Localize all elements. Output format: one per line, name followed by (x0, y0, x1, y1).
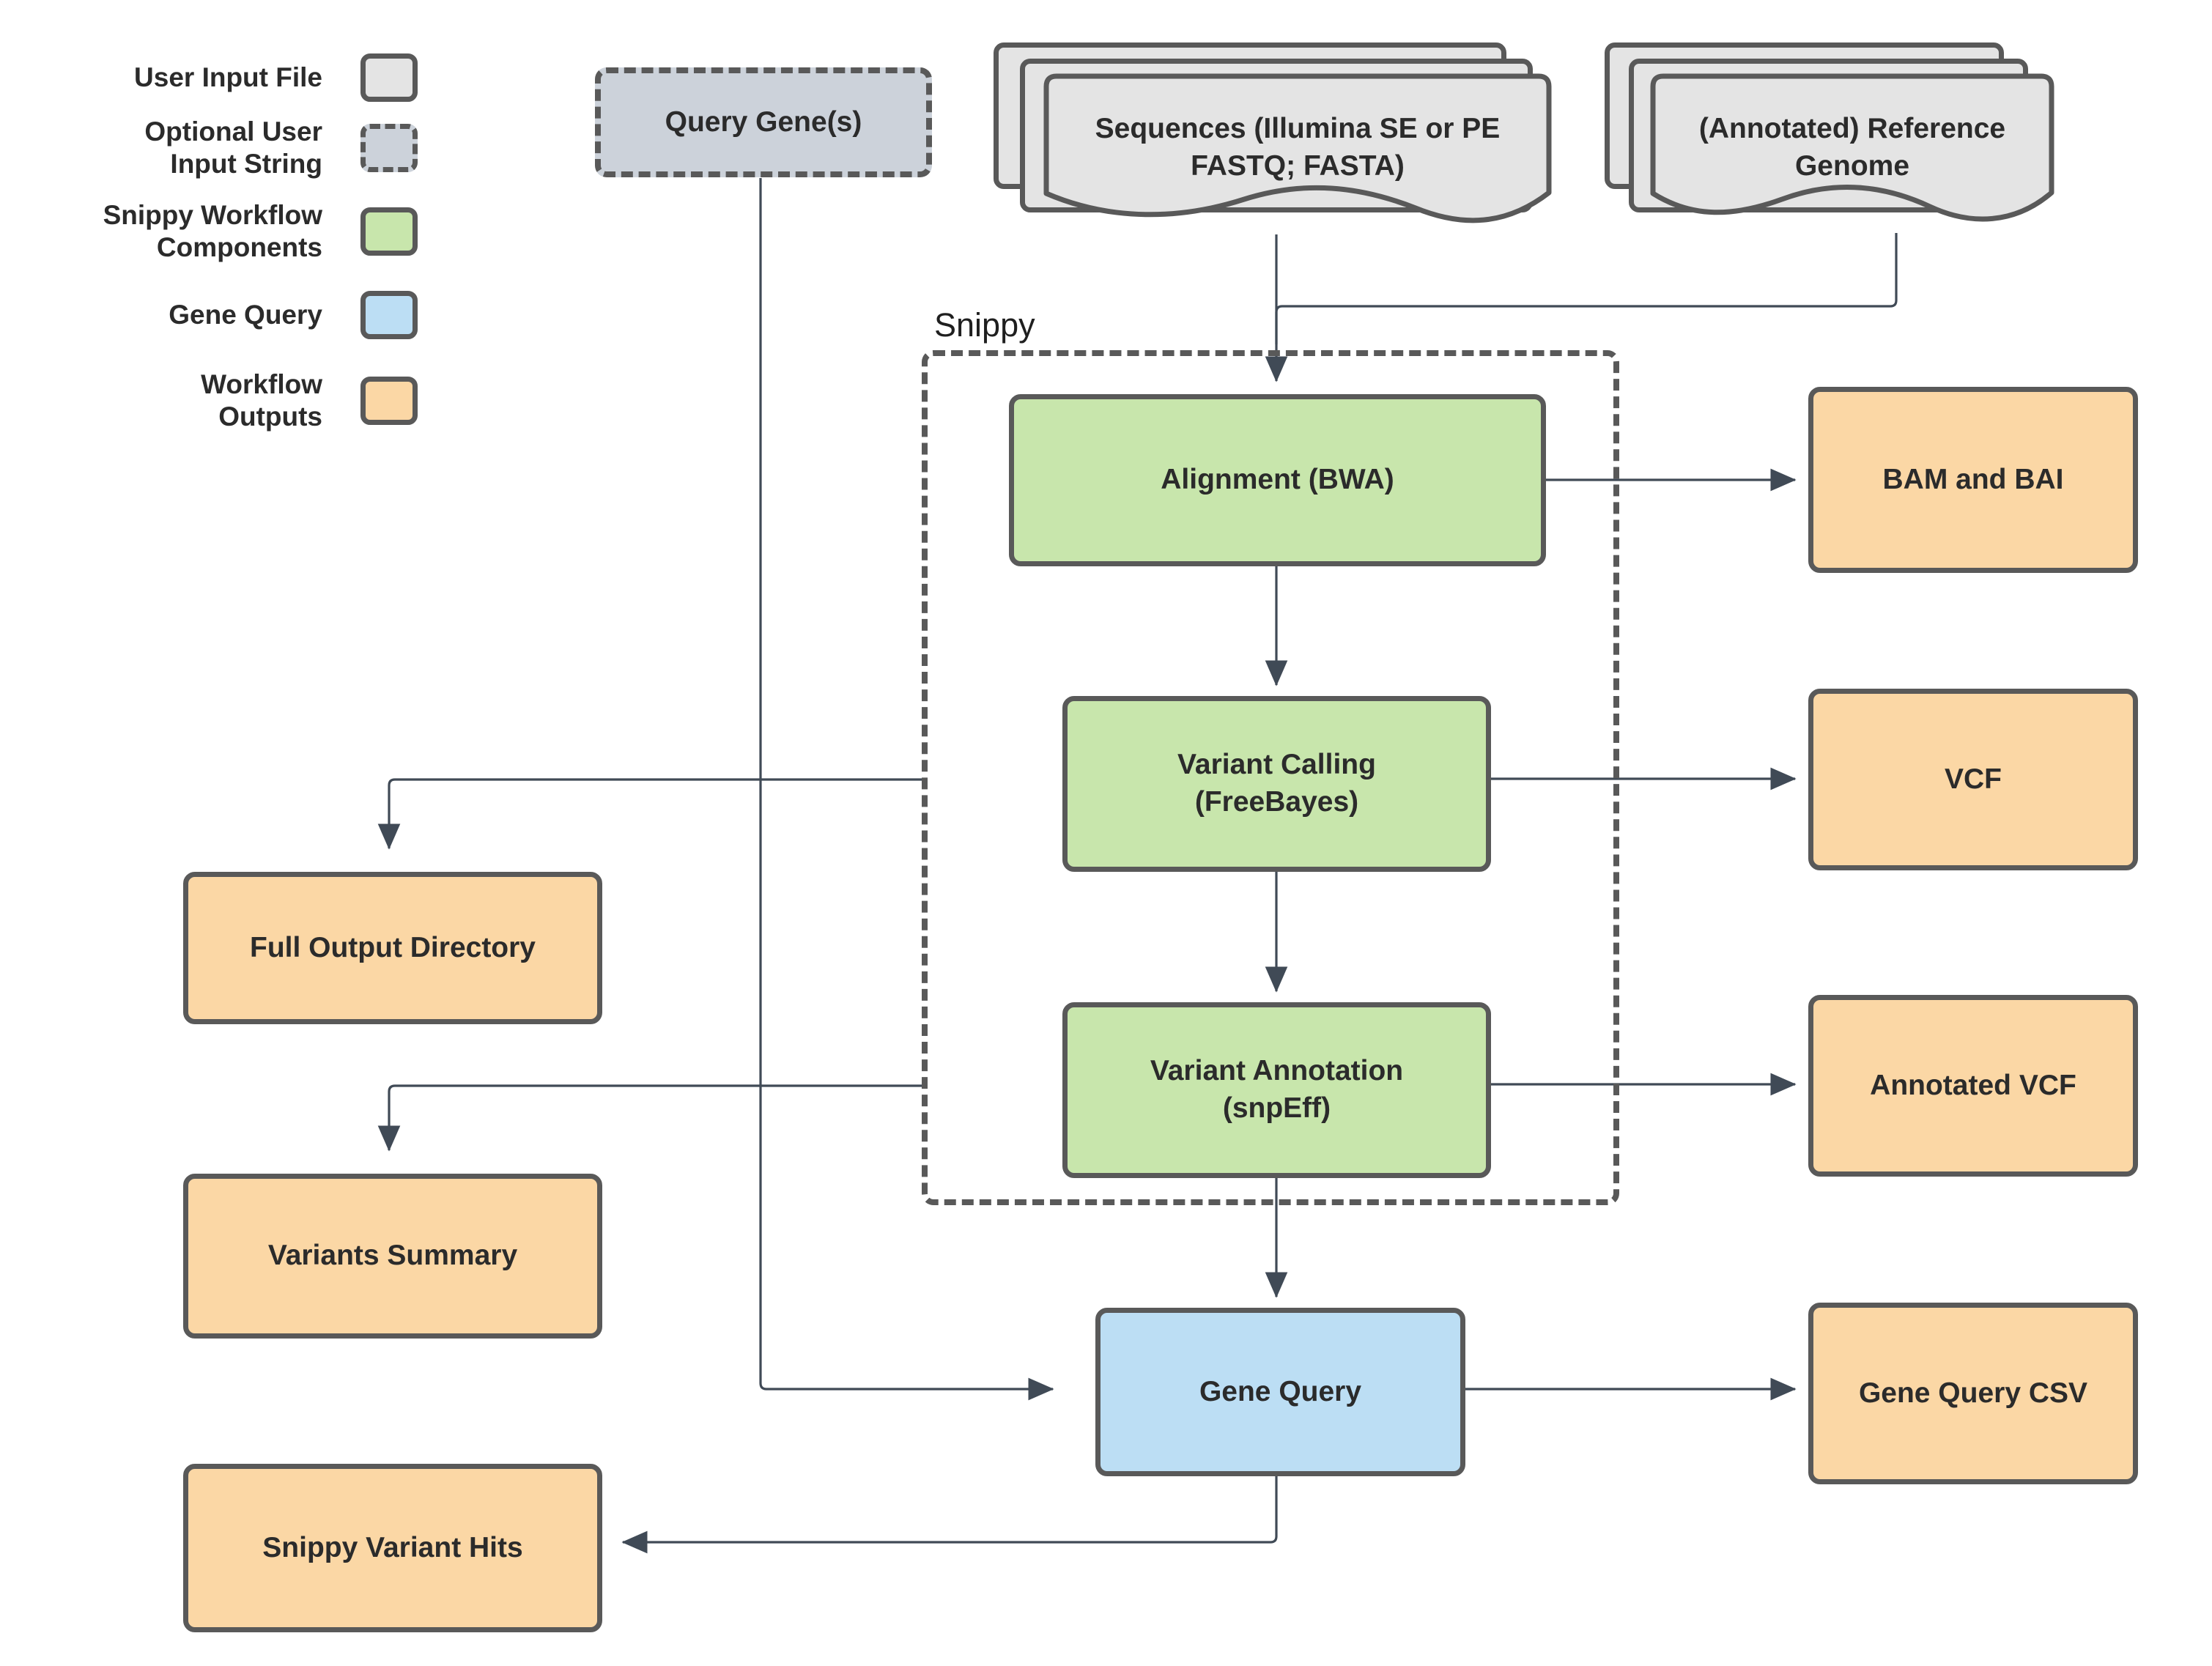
sequences-label: Sequences (Illumina SE or PE FASTQ; FAST… (1095, 113, 1501, 182)
legend-swatch-optional-user-input-string (360, 124, 418, 172)
edge-reference-alignment (1275, 233, 1898, 344)
node-snippy-variant-hits[interactable]: Snippy Variant Hits (183, 1464, 602, 1632)
node-bam-and-bai[interactable]: BAM and BAI (1808, 387, 2138, 573)
node-query-genes[interactable]: Query Gene(s) (595, 67, 932, 177)
legend-label: Workflow Outputs (201, 369, 322, 432)
legend-item-optional-user-input-string: Optional User Input String (73, 116, 418, 179)
reference-genome-label: (Annotated) Reference Genome (1698, 113, 2006, 182)
node-variant-calling-freebayes[interactable]: Variant Calling (FreeBayes) (1062, 696, 1491, 872)
node-gene-query[interactable]: Gene Query (1095, 1308, 1465, 1476)
legend-label: Snippy Workflow Components (103, 200, 322, 262)
legend-item-workflow-outputs: Workflow Outputs (73, 369, 418, 432)
snippy-group-container (922, 350, 1619, 1205)
node-annotated-vcf[interactable]: Annotated VCF (1808, 995, 2138, 1177)
legend-item-user-input-file: User Input File (73, 53, 418, 102)
node-vcf[interactable]: VCF (1808, 689, 2138, 870)
reference-page-front (1650, 73, 2054, 222)
edge-snippy-fulloutputdirectory (377, 778, 922, 850)
node-variant-annotation-snpeff[interactable]: Variant Annotation (snpEff) (1062, 1002, 1491, 1178)
legend-label: Optional User Input String (144, 116, 322, 179)
legend-swatch-gene-query (360, 291, 418, 339)
node-variants-summary[interactable]: Variants Summary (183, 1174, 602, 1339)
legend-label: Gene Query (169, 300, 322, 330)
node-alignment-bwa[interactable]: Alignment (BWA) (1009, 394, 1546, 566)
legend-swatch-workflow-outputs (360, 377, 418, 425)
legend-swatch-user-input-file (360, 53, 418, 102)
group-title-snippy: Snippy (934, 306, 1035, 344)
sequences-page-front (1043, 73, 1552, 223)
legend-swatch-snippy-workflow-components (360, 207, 418, 256)
legend-label: User Input File (134, 62, 322, 93)
edge-snippy-variantssummary (377, 1084, 922, 1152)
node-sequences[interactable]: Sequences (Illumina SE or PE FASTQ; FAST… (994, 42, 1558, 237)
edge-genequery-snippyvarianthits (621, 1476, 1278, 1554)
legend-item-gene-query: Gene Query (73, 291, 418, 339)
node-reference-genome[interactable]: (Annotated) Reference Genome (1605, 42, 2059, 237)
node-gene-query-csv[interactable]: Gene Query CSV (1808, 1303, 2138, 1484)
legend-item-snippy-workflow-components: Snippy Workflow Components (73, 200, 418, 262)
node-full-output-directory[interactable]: Full Output Directory (183, 872, 602, 1024)
